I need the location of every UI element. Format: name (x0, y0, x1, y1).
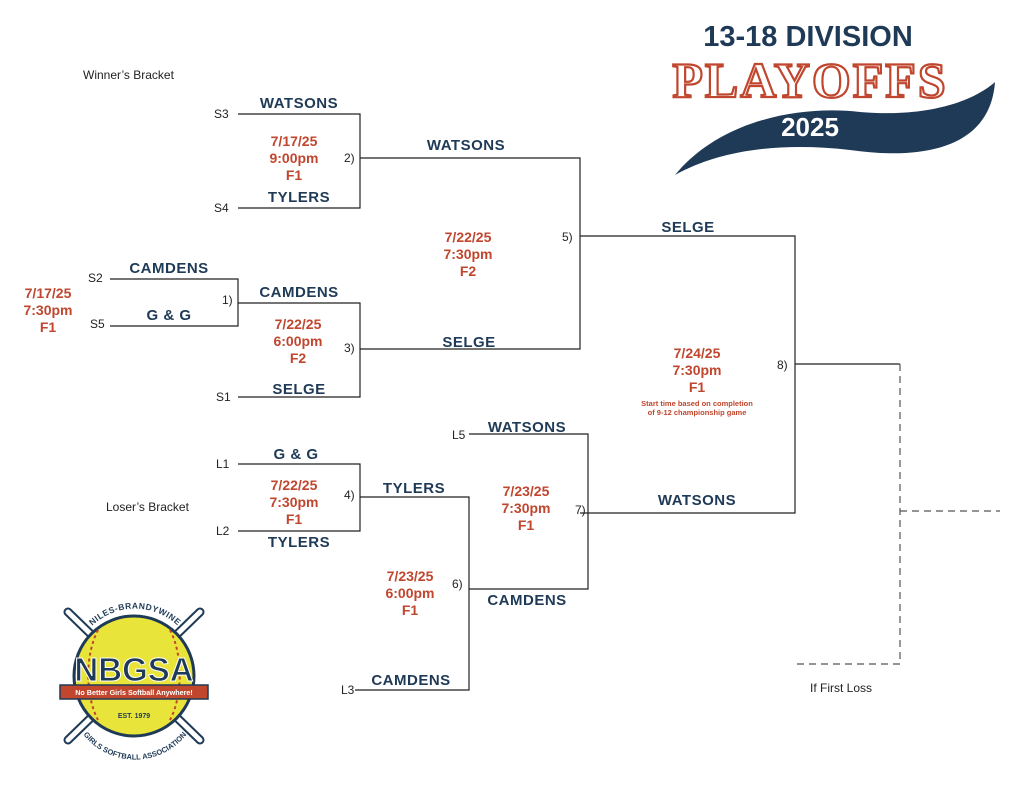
game-8-number: 8) (777, 358, 788, 372)
team-g7-top: WATSONS (488, 419, 566, 436)
game-5-time: 7:30pm (443, 246, 492, 262)
title-block: 13-18 DIVISION PLAYOFFS 2025 (671, 21, 995, 175)
logo-name: NBGSA (74, 651, 193, 688)
team-g2-bottom: TYLERS (268, 189, 330, 206)
game-4-date: 7/22/25 (271, 477, 318, 493)
schedule-g6: 7/23/25 6:00pm F1 (385, 568, 434, 618)
seed-s1: S1 (216, 390, 231, 404)
game-6-field: F1 (402, 602, 419, 618)
seed-s5: S5 (90, 317, 105, 331)
game-5-number: 5) (562, 230, 573, 244)
losers-bracket-label: Loser’s Bracket (106, 500, 190, 514)
game-7-number: 7) (575, 503, 586, 517)
bracket-lines (110, 113, 1000, 691)
if-first-loss-label: If First Loss (810, 681, 872, 695)
nbgsa-logo: NILES-BRANDYWINE NBGSA No Better Girls S… (59, 601, 209, 762)
game-1-date: 7/17/25 (25, 285, 72, 301)
seed-l3: L3 (341, 683, 355, 697)
game-8-note-line1: Start time based on completion (641, 399, 753, 408)
game-7-time: 7:30pm (501, 500, 550, 516)
game-2-time: 9:00pm (269, 150, 318, 166)
game-8-field: F1 (689, 379, 706, 395)
game-2-number: 2) (344, 151, 355, 165)
game-7-field: F1 (518, 517, 535, 533)
schedule-g3: 7/22/25 6:00pm F2 (273, 316, 322, 366)
game-7-date: 7/23/25 (503, 483, 550, 499)
seed-s2: S2 (88, 271, 103, 285)
seed-l2: L2 (216, 524, 230, 538)
team-g4-bottom: TYLERS (268, 534, 330, 551)
team-g7-bottom: CAMDENS (487, 592, 566, 609)
team-names: WATSONS TYLERS WATSONS CAMDENS G & G CAM… (129, 95, 736, 689)
game-1-number: 1) (222, 293, 233, 307)
swoosh-decoration (675, 82, 995, 175)
division-title: 13-18 DIVISION (703, 21, 913, 53)
seed-l1: L1 (216, 457, 230, 471)
game-6-number: 6) (452, 577, 463, 591)
game-4-time: 7:30pm (269, 494, 318, 510)
game-6-date: 7/23/25 (387, 568, 434, 584)
schedule-g7: 7/23/25 7:30pm F1 (501, 483, 550, 533)
schedule-g5: 7/22/25 7:30pm F2 (443, 229, 492, 279)
game-1-time: 7:30pm (23, 302, 72, 318)
schedule-g4: 7/22/25 7:30pm F1 (269, 477, 318, 527)
schedule-g2: 7/17/25 9:00pm F1 (269, 133, 318, 183)
logo-banner (59, 684, 209, 700)
game-1-field: F1 (40, 319, 57, 335)
game-3-time: 6:00pm (273, 333, 322, 349)
game-5-date: 7/22/25 (445, 229, 492, 245)
game-2-date: 7/17/25 (271, 133, 318, 149)
game-3-number: 3) (344, 341, 355, 355)
team-g8-bottom: WATSONS (658, 492, 736, 509)
team-g3-top: CAMDENS (259, 284, 338, 301)
team-g3-bottom: SELGE (272, 381, 325, 398)
seed-s4: S4 (214, 201, 229, 215)
team-g5-bottom: SELGE (442, 334, 495, 351)
playoffs-title: PLAYOFFS (672, 52, 947, 108)
game-8-time: 7:30pm (672, 362, 721, 378)
game-3-field: F2 (290, 350, 307, 366)
softball-stitch-right (169, 629, 181, 721)
seed-s3: S3 (214, 107, 229, 121)
softball-stitch-left (87, 629, 99, 721)
seed-l5: L5 (452, 428, 466, 442)
seed-labels: S3 S4 S2 S5 S1 L1 L2 L5 L3 (88, 107, 466, 697)
logo-banner-text: No Better Girls Softball Anywhere! (75, 688, 193, 697)
team-g4-top: G & G (273, 446, 318, 463)
game-4-field: F1 (286, 511, 303, 527)
winners-bracket-label: Winner’s Bracket (83, 68, 175, 82)
team-g5-top: WATSONS (427, 137, 505, 154)
schedule-g8: 7/24/25 7:30pm F1 Start time based on co… (641, 345, 753, 417)
team-g2-top: WATSONS (260, 95, 338, 112)
team-g1-top: CAMDENS (129, 260, 208, 277)
game-3-date: 7/22/25 (275, 316, 322, 332)
team-g6-bottom: CAMDENS (371, 672, 450, 689)
game-8-note-line2: of 9-12 championship game (648, 408, 747, 417)
team-g1-bottom: G & G (146, 307, 191, 324)
softball (72, 614, 196, 738)
game-2-field: F1 (286, 167, 303, 183)
year-title: 2025 (781, 112, 839, 142)
game-6-time: 6:00pm (385, 585, 434, 601)
logo-est: EST. 1979 (118, 713, 150, 720)
game-8-date: 7/24/25 (674, 345, 721, 361)
game-4-number: 4) (344, 488, 355, 502)
schedule-g1: 7/17/25 7:30pm F1 (23, 285, 72, 335)
team-g6-top: TYLERS (383, 480, 445, 497)
game-numbers: 1) 2) 3) 4) 5) 6) 7) 8) (222, 151, 788, 591)
game-5-field: F2 (460, 263, 477, 279)
team-g8-top: SELGE (661, 219, 714, 236)
